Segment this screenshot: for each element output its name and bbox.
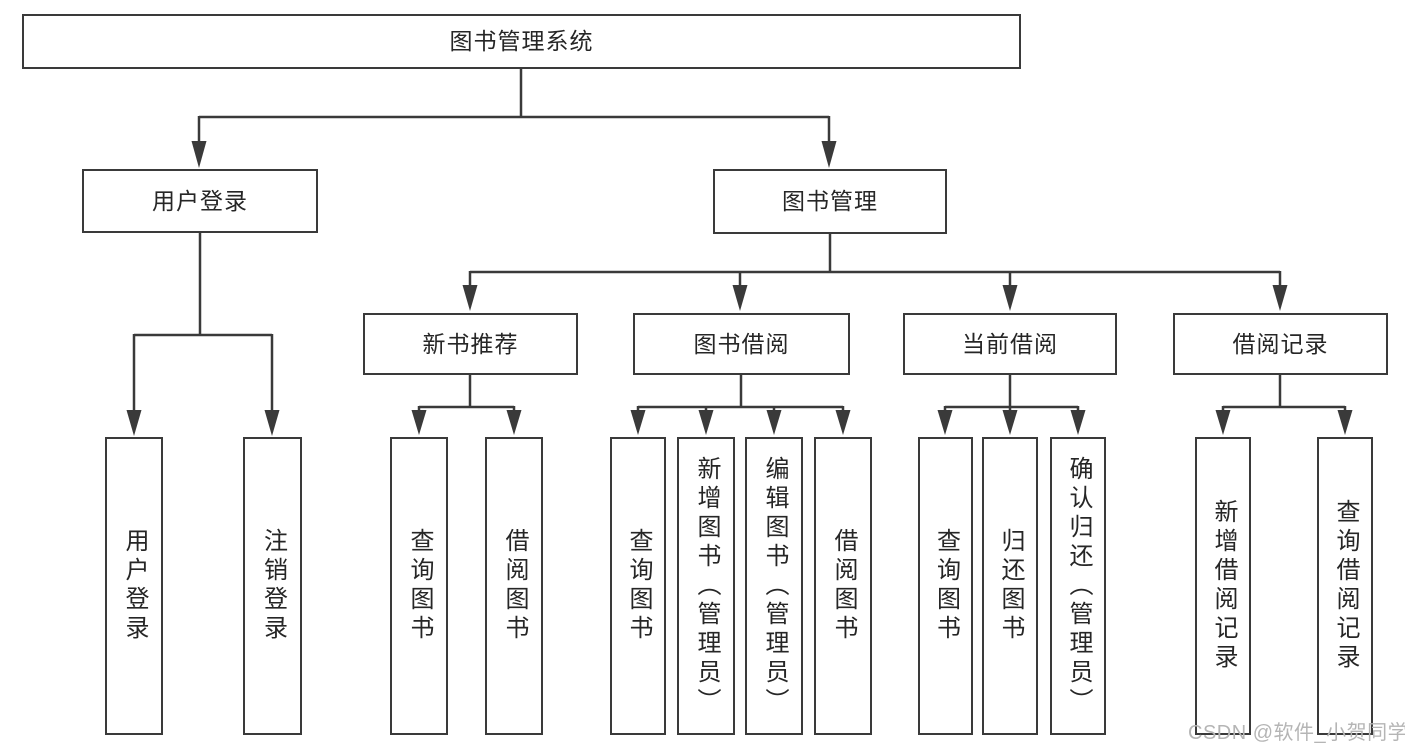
node-label: 图书管理系统	[449, 28, 594, 54]
node-leaf-edit-books-admin: 编辑图书（管理员）	[745, 437, 803, 735]
node-label: 注销登录	[259, 528, 287, 644]
node-label: 用户登录	[121, 528, 148, 644]
node-label: 借阅记录	[1232, 330, 1329, 357]
node-leaf-borrow-books: 借阅图书	[814, 437, 872, 735]
node-label: 用户登录	[152, 187, 248, 214]
watermark: CSDN @软件_小贺同学	[1188, 722, 1405, 744]
node-book-borrow: 图书借阅	[633, 313, 850, 375]
node-leaf-user-login: 用户登录	[105, 437, 163, 735]
node-leaf-add-books-admin: 新增图书（管理员）	[677, 437, 735, 735]
node-leaf-confirm-return-admin: 确认归还（管理员）	[1050, 437, 1106, 735]
node-label: 查询图书	[625, 528, 652, 644]
node-current-borrow: 当前借阅	[903, 313, 1117, 375]
node-label: 新增借阅记录	[1210, 499, 1237, 673]
node-label: 新增图书（管理员）	[693, 455, 720, 717]
node-label: 当前借阅	[962, 330, 1058, 357]
node-label: 编辑图书（管理员）	[761, 455, 788, 717]
node-label: 图书管理	[782, 188, 878, 214]
node-label: 借阅图书	[830, 528, 857, 644]
node-leaf-query-books: 查询图书	[390, 437, 448, 735]
node-label: 查询图书	[406, 528, 433, 644]
node-label: 查询图书	[932, 528, 960, 644]
node-leaf-query-borrow-record: 查询借阅记录	[1317, 437, 1373, 735]
node-label: 归还图书	[997, 528, 1024, 644]
node-label: 图书借阅	[693, 330, 790, 357]
node-leaf-query-books: 查询图书	[918, 437, 973, 735]
node-leaf-query-books: 查询图书	[610, 437, 666, 735]
node-leaf-logout: 注销登录	[243, 437, 302, 735]
node-label: 确认归还（管理员）	[1065, 455, 1092, 717]
node-leaf-return-books: 归还图书	[982, 437, 1038, 735]
node-user-login: 用户登录	[82, 169, 318, 233]
node-leaf-borrow-books: 借阅图书	[485, 437, 543, 735]
node-leaf-add-borrow-record: 新增借阅记录	[1195, 437, 1251, 735]
node-label: 借阅图书	[501, 528, 528, 644]
node-borrow-records: 借阅记录	[1173, 313, 1388, 375]
node-new-book-recommend: 新书推荐	[363, 313, 578, 375]
node-root: 图书管理系统	[22, 14, 1021, 69]
node-book-management: 图书管理	[713, 169, 947, 234]
node-label: 新书推荐	[422, 330, 519, 357]
node-label: 查询借阅记录	[1332, 499, 1359, 673]
